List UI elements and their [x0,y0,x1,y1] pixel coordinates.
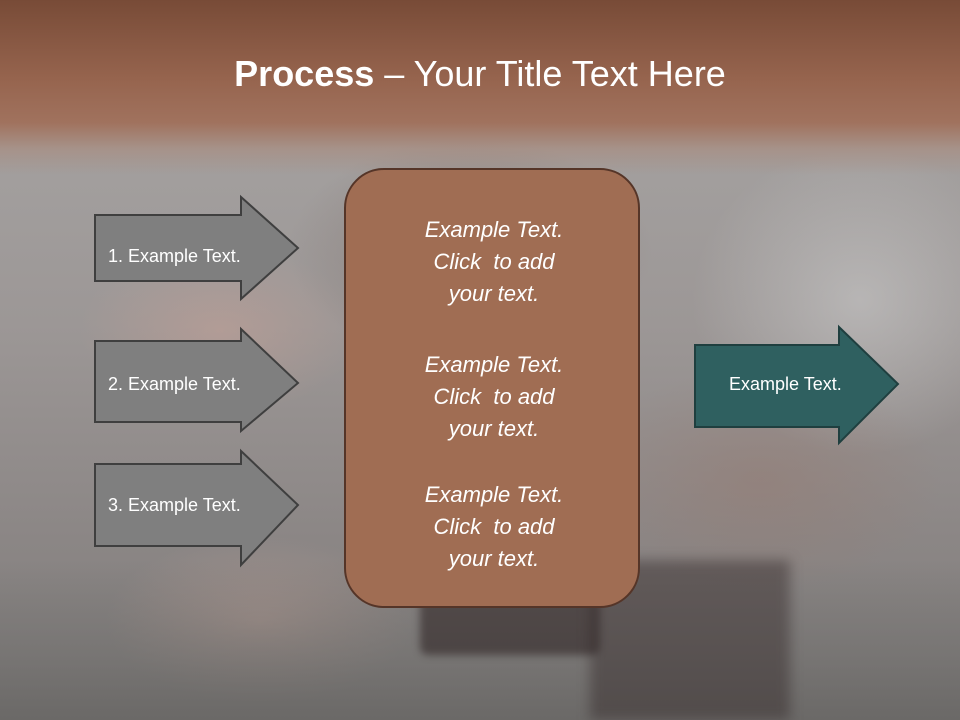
arrow-3-shape [94,448,300,568]
center-block-1-line-3: your text. [448,281,540,306]
process-arrow-3[interactable] [94,448,300,568]
result-arrow-label: Example Text. [729,374,842,394]
center-block-3-line-1: Example Text. [424,482,564,507]
center-block-2-line-2: Click to add [433,384,555,409]
center-block-3-line-2: Click to add [433,514,555,539]
center-block-2-line-3: your text. [448,416,540,441]
arrow-1-shape [94,194,300,302]
center-block-3-line-3: your text. [448,546,540,571]
process-arrow-1[interactable] [94,194,300,302]
center-text-block-2: Example Text. Click to add your text. [346,349,642,445]
arrow-1-label: 1. Example Text. [108,246,241,266]
header-band [0,0,960,175]
center-text-block-1: Example Text. Click to add your text. [346,214,642,310]
center-text-box[interactable]: Example Text. Click to add your text. Ex… [344,168,640,608]
arrow-3-label: 3. Example Text. [108,495,241,515]
center-text-block-3: Example Text. Click to add your text. [346,479,642,575]
arrow-2-label: 2. Example Text. [108,374,241,394]
center-block-2-line-1: Example Text. [424,352,564,377]
title-bold-text: Process [234,53,375,94]
result-arrow-shape [694,324,900,446]
center-block-1-line-2: Click to add [433,249,555,274]
title-rest-text: – Your Title Text Here [374,53,726,94]
arrow-2-shape [94,326,300,434]
result-arrow[interactable] [694,324,900,446]
center-block-1-line-1: Example Text. [424,217,564,242]
process-arrow-2[interactable] [94,326,300,434]
slide-title[interactable]: Process – Your Title Text Here [0,50,960,98]
